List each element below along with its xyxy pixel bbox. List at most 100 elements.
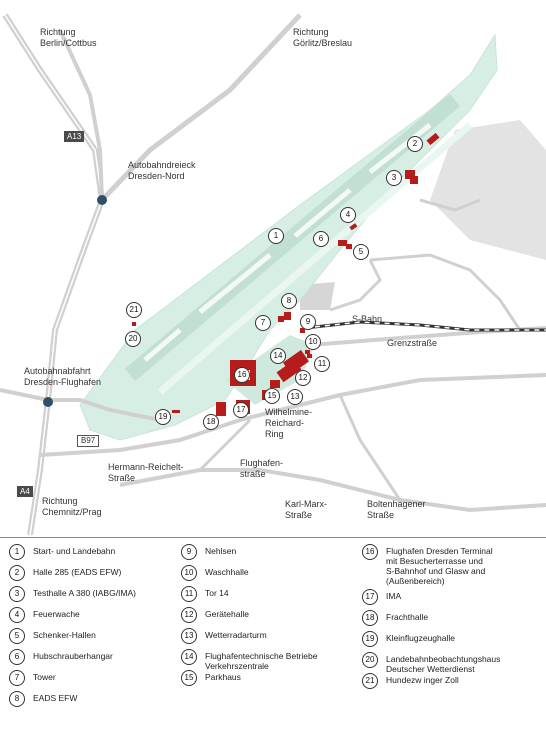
legend-number: 8 [9, 691, 25, 707]
legend-label: Hundezw inger Zoll [386, 675, 459, 685]
marker-5[interactable]: 5 [353, 244, 369, 260]
taxiway-links [143, 123, 432, 362]
building-21 [132, 322, 136, 326]
legend-label: IMA [386, 591, 402, 601]
marker-12[interactable]: 12 [295, 370, 311, 386]
legend-label: Tower [33, 672, 56, 682]
junction-ausfahrt [43, 397, 53, 407]
marker-15[interactable]: 15 [264, 388, 280, 404]
road-karl-marx [119, 468, 546, 513]
legend-label: Schenker-Hallen [33, 630, 96, 640]
road-shield-b97: B97 [77, 435, 100, 447]
marker-7[interactable]: 7 [255, 315, 271, 331]
marker-16[interactable]: 16 [234, 367, 250, 383]
building-19 [172, 410, 180, 413]
marker-20[interactable]: 20 [125, 331, 141, 347]
legend-number: 10 [181, 565, 197, 581]
building-3b [410, 176, 418, 184]
marker-13[interactable]: 13 [287, 389, 303, 405]
legend-item-17: 17 IMA [362, 589, 542, 610]
legend-label: Start- und Landebahn [33, 546, 116, 556]
legend-item-15: 15 Parkhaus [181, 670, 361, 691]
marker-4[interactable]: 4 [340, 207, 356, 223]
legend-number: 9 [181, 544, 197, 560]
legend-column-1: 1 Start- und Landebahn 2 Halle 285 (EADS EF… [9, 544, 179, 712]
map-graphic [0, 13, 546, 535]
marker-9[interactable]: 9 [300, 314, 316, 330]
marker-10[interactable]: 10 [305, 334, 321, 350]
marker-18[interactable]: 18 [203, 414, 219, 430]
marker-2[interactable]: 2 [407, 136, 423, 152]
label-sbahn: S-Bahn [352, 314, 383, 324]
marker-11[interactable]: 11 [314, 356, 330, 372]
marker-6[interactable]: 6 [313, 231, 329, 247]
road-shield-a4: A4 [17, 486, 33, 497]
legend-number: 21 [362, 673, 378, 689]
legend-number: 16 [362, 544, 378, 560]
building-6 [338, 240, 347, 246]
legend-label: Nehlsen [205, 546, 237, 556]
building-2 [426, 132, 440, 146]
marker-14[interactable]: 14 [270, 348, 286, 364]
building-8 [284, 312, 291, 320]
road-east-loop [369, 253, 522, 331]
building-14 [276, 359, 302, 383]
marker-21[interactable]: 21 [126, 302, 142, 318]
legend-number: 11 [181, 586, 197, 602]
legend-item-2: 2 Halle 285 (EADS EFW) [9, 565, 179, 586]
legend-label: Halle 285 (EADS EFW) [33, 567, 122, 577]
legend-number: 4 [9, 607, 25, 623]
legend-item-8: 8 EADS EFW [9, 691, 179, 712]
legend-number: 19 [362, 631, 378, 647]
building-10 [305, 350, 310, 354]
building-9 [300, 328, 305, 333]
building-4 [349, 223, 358, 231]
road-airport-access [0, 388, 161, 422]
marker-1[interactable]: 1 [268, 228, 284, 244]
building-18 [216, 402, 226, 416]
road-grenzstrasse [39, 373, 546, 457]
legend-label: EADS EFW [33, 693, 78, 703]
label-hermann-reichelt: Hermann-Reichelt-Straße [108, 462, 184, 483]
legend-label: Testhalle A 380 (IABG/IMA) [33, 588, 136, 598]
building-3 [405, 170, 415, 179]
marker-3[interactable]: 3 [386, 170, 402, 186]
label-ring: Wilhelmine-Reichard-Ring [265, 407, 313, 439]
legend-number: 2 [9, 565, 25, 581]
legend-label: Parkhaus [205, 672, 241, 682]
marker-8[interactable]: 8 [281, 293, 297, 309]
legend-number: 1 [9, 544, 25, 560]
legend-item-9: 9 Nehlsen [181, 544, 361, 565]
apron [225, 335, 315, 405]
legend-number: 15 [181, 670, 197, 686]
road-south [338, 394, 402, 501]
legend-number: 17 [362, 589, 378, 605]
marker-19[interactable]: 19 [155, 409, 171, 425]
marker-17[interactable]: 17 [233, 402, 249, 418]
taxiway [157, 122, 473, 395]
building-7 [278, 316, 284, 322]
building-13 [270, 380, 280, 388]
label-grenzstrasse: Grenzstraße [387, 338, 438, 348]
legend-label: Frachthalle [386, 612, 429, 622]
legend-number: 14 [181, 649, 197, 665]
